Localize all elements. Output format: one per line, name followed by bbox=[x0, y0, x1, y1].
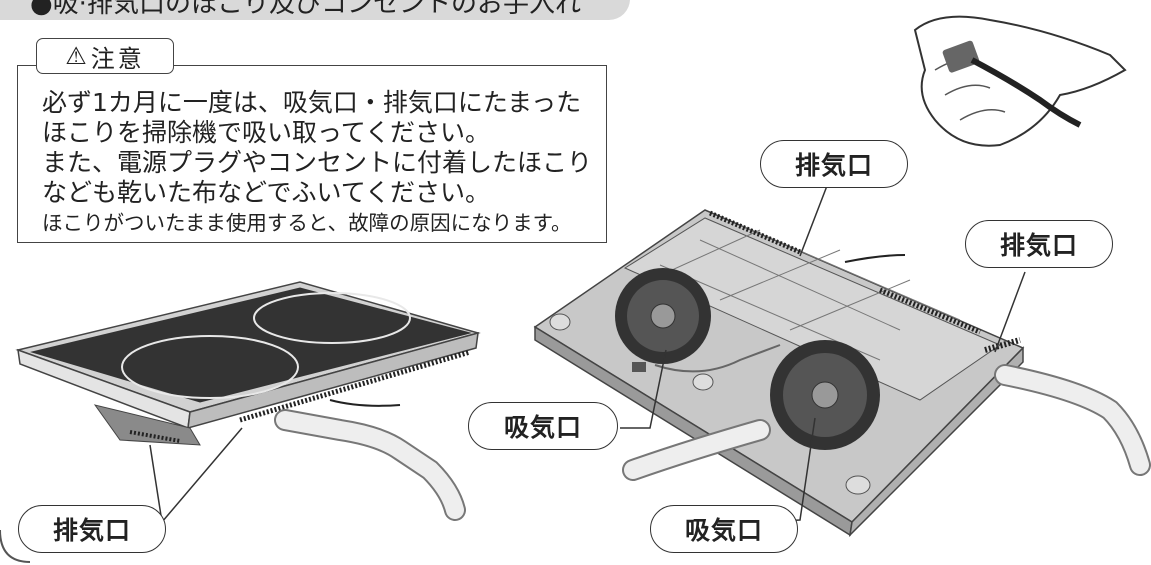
section-title: ●吸·排気口のほこり及びコンセントのお手入れ bbox=[0, 0, 630, 20]
caution-line-4: なども乾いた布などでふいてください。 bbox=[42, 178, 491, 207]
caution-line-5: ほこりがついたまま使用すると、故障の原因になります。 bbox=[42, 211, 572, 235]
cooktop-underside-illustration bbox=[533, 209, 1151, 538]
caution-tab: ⚠ 注意 bbox=[36, 38, 174, 74]
exhaust-label-left-unit: 排気口 bbox=[18, 505, 166, 553]
intake-label-left: 吸気口 bbox=[468, 402, 618, 450]
cooktop-front-illustration bbox=[15, 281, 481, 521]
caution-line-2: ほこりを掃除機で吸い取ってください。 bbox=[42, 118, 491, 147]
caution-label: 注意 bbox=[90, 44, 145, 73]
exhaust-label-right: 排気口 bbox=[965, 220, 1113, 268]
caution-line-3: また、電源プラグやコンセントに付着したほこり bbox=[42, 148, 593, 177]
frame-corner bbox=[0, 529, 31, 563]
caution-line-1: 必ず1カ月に一度は、吸気口・排気口にたまった bbox=[42, 88, 582, 117]
warning-triangle-icon: ⚠ bbox=[65, 42, 87, 70]
exhaust-label-top: 排気口 bbox=[760, 140, 908, 188]
caution-text: 必ず1カ月に一度は、吸気口・排気口にたまった ほこりを掃除機で吸い取ってください… bbox=[42, 88, 596, 238]
hand-wiping-plug-illustration bbox=[913, 15, 1127, 147]
caution-box: 必ず1カ月に一度は、吸気口・排気口にたまった ほこりを掃除機で吸い取ってください… bbox=[17, 65, 607, 243]
intake-label-bottom: 吸気口 bbox=[650, 505, 798, 553]
